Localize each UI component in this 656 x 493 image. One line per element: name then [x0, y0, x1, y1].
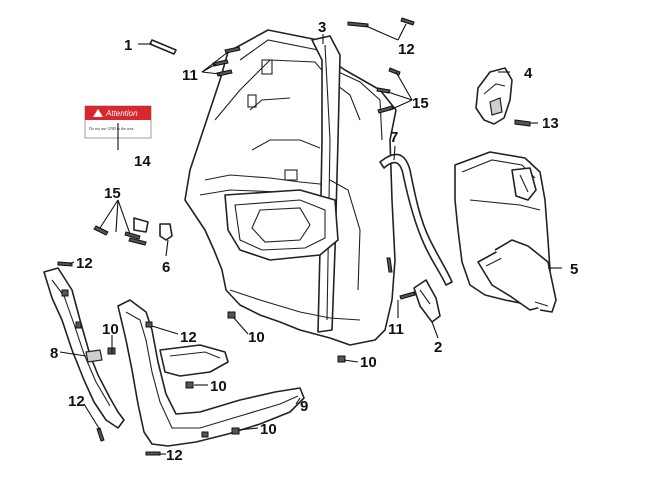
bracket-part-2 [413, 279, 441, 323]
callout-10: 10 [248, 329, 265, 346]
callout-6: 6 [162, 259, 170, 276]
callout-12: 12 [180, 329, 197, 346]
clip-part-6 [159, 223, 173, 241]
front-shield-part-5 [454, 151, 557, 313]
screw-icon [347, 21, 369, 28]
screw-icon [145, 451, 161, 456]
callout-15: 15 [104, 185, 121, 202]
callout-2: 2 [434, 339, 442, 356]
screw-icon [388, 67, 401, 76]
callout-10: 10 [260, 421, 277, 438]
attention-label-text: Do not use UNB in the area [89, 126, 134, 131]
bolt-icon [231, 427, 240, 435]
warning-triangle-icon [93, 109, 103, 117]
callout-7: 7 [390, 129, 398, 146]
attention-label-title: Attention [105, 109, 138, 118]
screw-icon [124, 231, 141, 240]
clip-part-6b [133, 217, 149, 233]
callout-12: 12 [76, 255, 93, 272]
callout-4: 4 [524, 65, 533, 82]
callout-12: 12 [68, 393, 85, 410]
callout-12: 12 [166, 447, 183, 464]
bracket-part-4 [475, 67, 513, 125]
leader-lines [59, 23, 562, 455]
bolt-icon [337, 355, 346, 363]
callout-13: 13 [542, 115, 559, 132]
inner-panel-part-3 [184, 29, 397, 346]
callout-10: 10 [360, 354, 377, 371]
callout-5: 5 [570, 261, 578, 278]
floor-panel-part-9 [117, 299, 305, 447]
bolt-icon [227, 311, 236, 319]
screw-icon [514, 119, 531, 127]
screw-icon [400, 17, 415, 26]
screw-icon [216, 69, 233, 77]
screw-icon [57, 261, 73, 267]
callout-10: 10 [210, 378, 227, 395]
callout-10: 10 [102, 321, 119, 338]
trim-strip-part-7 [379, 153, 453, 286]
bolt-icon [185, 381, 194, 389]
callout-11: 11 [388, 321, 404, 338]
screw-icon [399, 291, 416, 300]
callout-14: 14 [134, 153, 151, 170]
side-cover-part-8 [43, 267, 125, 429]
callout-12: 12 [398, 41, 415, 58]
callout-numbers: 1 11 3 12 4 15 13 7 14 15 6 5 12 11 2 10… [50, 19, 578, 464]
pin-part-1 [149, 39, 177, 55]
screw-icon [224, 46, 241, 54]
callout-3: 3 [318, 19, 326, 36]
screw-icon [376, 87, 391, 94]
callout-15: 15 [412, 95, 429, 112]
callout-8: 8 [50, 345, 58, 362]
callout-9: 9 [300, 398, 308, 415]
screw-icon [93, 225, 109, 236]
screw-icon [386, 257, 393, 273]
screw-icon [128, 237, 147, 246]
callout-11: 11 [182, 67, 198, 84]
screw-icon [96, 427, 105, 442]
callout-1: 1 [124, 37, 132, 54]
